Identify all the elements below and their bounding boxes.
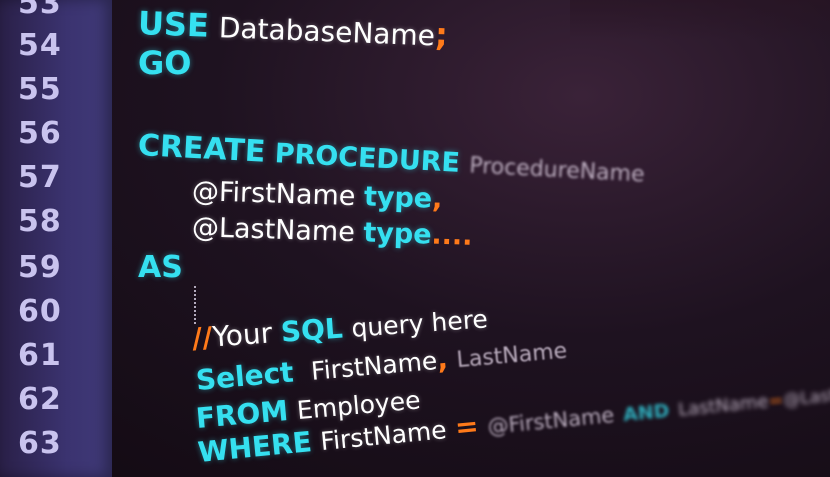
code-line-58[interactable]: @LastName type.... (192, 212, 474, 252)
text-cursor (194, 286, 196, 324)
keyword-procedure: PROCEDURE (273, 138, 461, 179)
semicolon: ; (434, 15, 449, 54)
equals-operator: = (767, 389, 785, 413)
keyword-create: CREATE (137, 128, 267, 170)
keyword-go: GO (138, 44, 192, 82)
keyword-select: Select (194, 355, 295, 397)
comment-marker: // (190, 320, 214, 355)
line-number: 58 (18, 204, 62, 239)
keyword-type: type (363, 181, 433, 215)
code-line-57[interactable]: @FirstName type, (192, 176, 443, 215)
column-lastname: LastName (455, 338, 569, 374)
line-number-gutter: 53 54 55 56 57 58 59 60 61 62 63 (0, 0, 112, 477)
out-of-focus-region (570, 0, 830, 40)
line-number: 61 (18, 338, 62, 373)
line-number: 63 (18, 426, 62, 461)
line-number: 57 (18, 160, 62, 195)
code-line-55[interactable]: GO (138, 44, 191, 82)
keyword-use: USE (137, 4, 210, 45)
param-firstname: @FirstName (486, 402, 616, 440)
comma: , (431, 183, 443, 215)
keyword-and: AND (622, 399, 671, 427)
line-number: 54 (18, 28, 62, 63)
code-line-59[interactable]: AS (138, 250, 183, 285)
equals-operator: = (453, 409, 481, 445)
line-number: 60 (18, 294, 62, 329)
identifier-database: DatabaseName (218, 11, 436, 53)
line-number: 55 (18, 72, 62, 107)
column-firstname: FirstName (309, 345, 439, 386)
line-number: 53 (18, 0, 62, 21)
column-lastname: LastName (677, 391, 770, 421)
ellipsis: .... (431, 219, 474, 252)
identifier-procedure-name: ProcedureName (468, 153, 646, 188)
keyword-as: AS (138, 250, 183, 285)
line-number: 62 (18, 382, 62, 417)
line-number: 56 (18, 116, 62, 151)
keyword-sql: SQL (279, 311, 344, 349)
comment-text-rest: query here (350, 304, 489, 343)
keyword-type: type (362, 217, 433, 251)
comment-text: Your (211, 316, 274, 354)
line-number: 59 (18, 250, 62, 285)
param-firstname: @FirstName (191, 176, 356, 213)
param-lastname: @LastName (782, 380, 830, 411)
param-lastname: @LastName (191, 212, 356, 249)
